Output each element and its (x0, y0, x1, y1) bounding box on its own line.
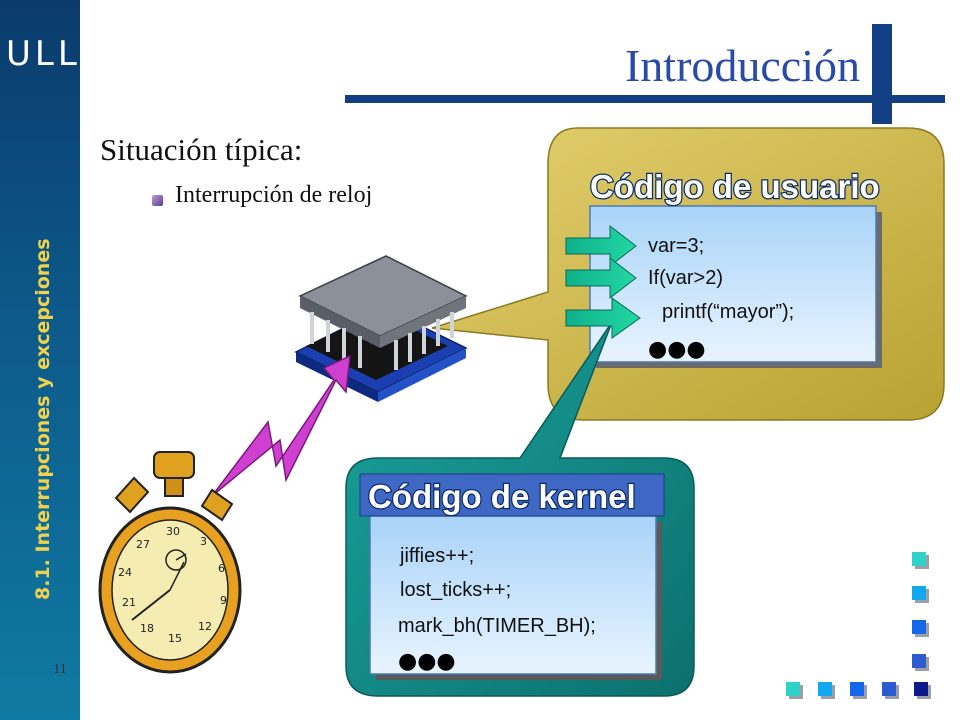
svg-text:Código de usuario: Código de usuario (590, 168, 880, 205)
deco-square (912, 654, 926, 668)
deco-square (882, 682, 896, 696)
kernel-code-title: Código de kernel (359, 473, 665, 517)
sidebar (0, 0, 80, 720)
arrow-icon (565, 224, 637, 268)
stopwatch-number: 9 (220, 594, 227, 607)
kernel-code-line-3: mark_bh(TIMER_BH); (398, 615, 596, 637)
page-title: Introducción (624, 40, 860, 91)
user-code-line-3: printf(“mayor”); (662, 301, 794, 323)
stopwatch-number: 3 (200, 535, 207, 548)
stopwatch-number: 30 (166, 525, 180, 538)
user-code-line-2: If(var>2) (648, 267, 723, 289)
stopwatch-number: 24 (118, 566, 132, 579)
user-code-line-1: var=3; (648, 235, 704, 257)
stopwatch-icon: 30 3 6 9 12 15 18 21 24 27 (98, 451, 242, 674)
arrow-icon (565, 256, 637, 300)
kernel-code-box (369, 515, 662, 680)
stopwatch-number: 12 (198, 620, 212, 633)
page-number: 11 (53, 662, 67, 677)
kernel-code-line-1: jiffies++; (399, 545, 474, 567)
stopwatch-number: 27 (136, 538, 150, 551)
lightning-icon (211, 354, 351, 497)
svg-text:Código de kernel: Código de kernel (368, 478, 636, 515)
deco-square (786, 682, 800, 696)
kernel-code-line-2: lost_ticks++; (400, 579, 511, 601)
user-code-box (589, 205, 882, 368)
user-code-title: Código de usuario (589, 167, 881, 207)
deco-square (850, 682, 864, 696)
title-underline (345, 95, 945, 103)
stopwatch-number: 18 (140, 622, 154, 635)
bullet-icon (152, 195, 163, 206)
title-accent (872, 24, 892, 124)
stopwatch-number: 15 (168, 632, 182, 645)
deco-square (914, 682, 928, 696)
ull-logo: ULL (6, 34, 81, 74)
user-code-ellipsis: ●●● (648, 337, 706, 362)
arrow-icon (565, 297, 641, 339)
bullet-text: Interrupción de reloj (175, 182, 373, 208)
deco-square (912, 586, 926, 600)
heading: Situación típica: (100, 132, 303, 167)
deco-square (818, 682, 832, 696)
deco-square (912, 552, 926, 566)
stopwatch-number: 6 (218, 562, 225, 575)
deco-square (912, 620, 926, 634)
kernel-code-ellipsis: ●●● (398, 649, 456, 674)
stopwatch-number: 21 (122, 596, 136, 609)
